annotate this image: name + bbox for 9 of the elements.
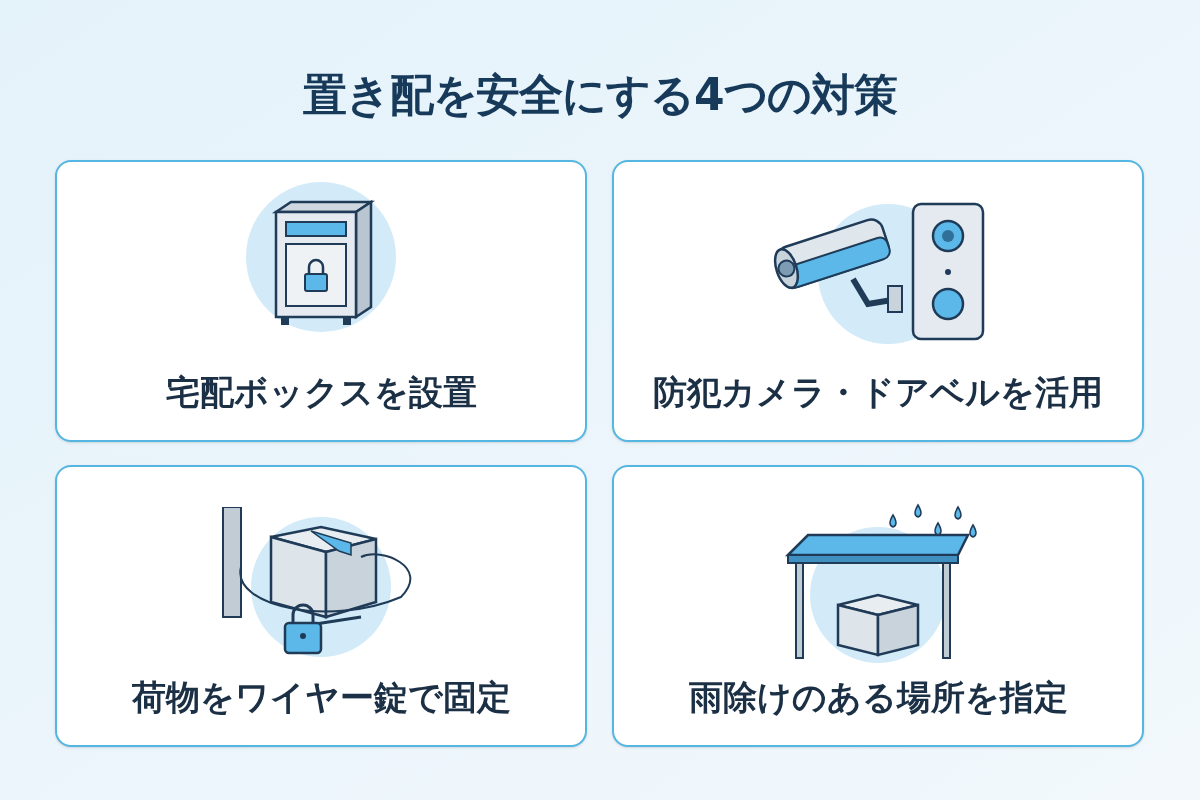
card: [612, 465, 1144, 747]
card-label: 防犯カメラ・ドアベルを活用: [653, 371, 1103, 414]
card-label: 荷物をワイヤー錠で固定: [131, 676, 511, 719]
title: 置き配を安全にする4つの対策: [302, 68, 898, 122]
card-label: 宅配ボックスを設置: [165, 371, 477, 414]
card: [55, 160, 587, 442]
card: [612, 160, 1144, 442]
card: [55, 465, 587, 747]
card-label: 雨除けのある場所を指定: [688, 676, 1068, 719]
